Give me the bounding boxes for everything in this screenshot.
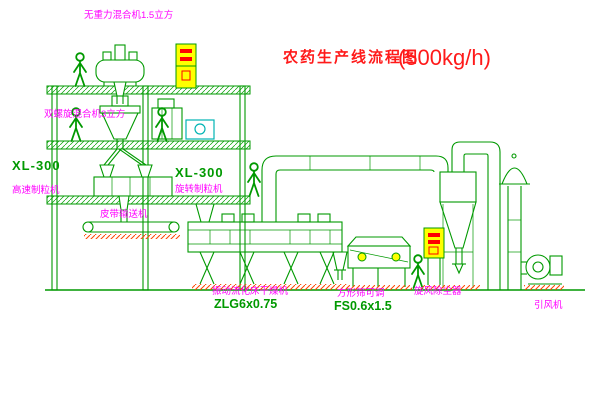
exhaust-stack [499, 153, 530, 290]
person-icon [247, 162, 261, 197]
hopper-unit [151, 98, 215, 140]
cyclone-outlet-duct [451, 141, 501, 290]
cyclone-separator [438, 171, 480, 290]
person-icon [411, 254, 425, 289]
label-sifter-name: 方形筛可调 [337, 287, 385, 299]
label-granulator-mid-name: 旋转制粒机 [175, 183, 223, 195]
foundation-hatch [420, 285, 448, 290]
square-sifter [346, 236, 412, 290]
page-title: 农药生产线流程图 [282, 48, 419, 66]
control-cabinet-top [175, 43, 197, 89]
label-cone-mixer: 双螺旋混合机3立方 [44, 108, 125, 120]
floor-beam-mid [46, 140, 251, 150]
cone-mixer [99, 95, 141, 149]
fluid-bed-dryer [187, 203, 348, 290]
label-belt-conveyor: 皮带输送机 [100, 208, 148, 220]
exhaust-duct [261, 155, 449, 222]
person-icon [73, 52, 87, 87]
label-granulator-left-model: XL-300 [12, 158, 61, 173]
control-cabinet-dust [420, 227, 448, 290]
foundation-hatch [438, 285, 480, 290]
foundation-hatch [346, 285, 412, 290]
label-dryer-name: 振动流化床干燥机 [212, 285, 289, 297]
gravity-mixer [95, 44, 145, 104]
label-sifter-model: FS0.6x1.5 [334, 299, 392, 313]
label-dryer-model: ZLG6x0.75 [214, 297, 277, 311]
label-gravity-mixer: 无重力混合机1.5立方 [84, 9, 173, 21]
label-granulator-mid-model: XL-300 [175, 165, 224, 180]
floor-beam-low [46, 195, 251, 205]
page-title-capacity: (500kg/h) [398, 45, 491, 70]
label-fan: 引风机 [534, 299, 563, 311]
foundation-hatch [84, 234, 180, 239]
label-granulator-left-name: 高速制粒机 [12, 184, 60, 196]
foundation-hatch [524, 285, 564, 290]
building-structure [46, 85, 251, 291]
induced-draft-fan [521, 254, 564, 290]
label-cyclone: 旋风除尘器 [414, 285, 462, 297]
granulator [93, 148, 173, 222]
foundation-hatch [192, 284, 348, 290]
belt-conveyor [82, 221, 180, 239]
floor-beam-top [46, 85, 251, 95]
